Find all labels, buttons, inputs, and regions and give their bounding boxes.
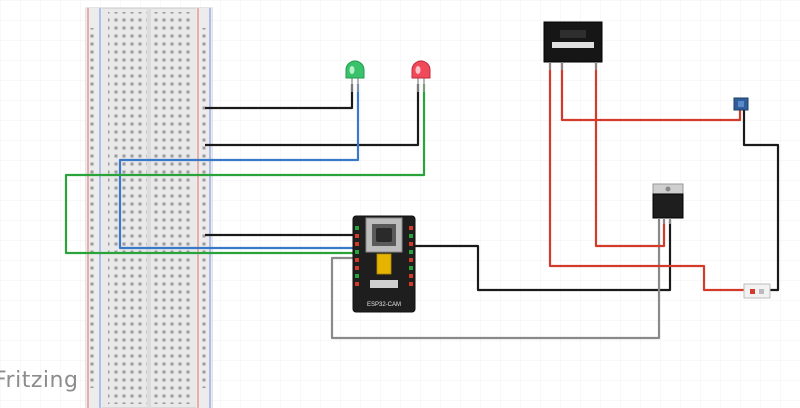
terminal-holes-right: [150, 12, 190, 404]
wire-black-led-red[interactable]: [205, 84, 420, 147]
led-green-body: [345, 60, 365, 79]
voltage-regulator[interactable]: [652, 183, 684, 224]
esp32-cam-connector: [370, 280, 398, 288]
push-button-cap: [738, 101, 744, 107]
power-jack[interactable]: [543, 21, 603, 70]
rail-holes-left: [90, 28, 98, 388]
esp32-cam-pins-left: [355, 226, 359, 286]
connector-pin-2: [759, 289, 764, 294]
led-green[interactable]: [345, 60, 365, 92]
wire-blue[interactable]: [118, 84, 360, 250]
push-button[interactable]: [733, 97, 749, 111]
wire-red-regulator-in[interactable]: [594, 62, 666, 248]
wire-black-button-connector[interactable]: [742, 108, 780, 292]
connector-body: [743, 283, 771, 299]
rail-holes-right: [200, 28, 208, 388]
wire-green[interactable]: [64, 84, 426, 255]
esp32-cam-label: ESP32-CAM: [367, 302, 401, 308]
led-red-highlight: [415, 66, 421, 74]
wire-connector[interactable]: [743, 283, 771, 299]
led-red-body: [411, 60, 431, 79]
esp32-cam-module[interactable]: ESP32-CAM: [352, 215, 416, 313]
led-green-highlight: [349, 66, 355, 74]
fritzing-watermark: Fritzing: [0, 368, 79, 393]
wire-red-button[interactable]: [560, 62, 742, 122]
led-red[interactable]: [411, 60, 431, 92]
wire-gray[interactable]: [330, 220, 661, 340]
breadboard[interactable]: [85, 7, 213, 408]
breadboard-center-channel: [147, 8, 151, 408]
regulator-mount-hole: [665, 186, 671, 192]
wire-red-connector[interactable]: [548, 62, 748, 292]
esp32-cam-sd-window: [376, 228, 392, 242]
esp32-cam-pins-right: [409, 226, 413, 286]
regulator-body: [652, 193, 684, 219]
wires: [64, 62, 780, 340]
camera-ribbon-icon: [376, 253, 392, 275]
terminal-holes-left: [108, 12, 148, 404]
power-jack-socket: [560, 30, 586, 38]
power-jack-label-strip: [552, 42, 594, 48]
connector-pin-1: [750, 289, 755, 294]
